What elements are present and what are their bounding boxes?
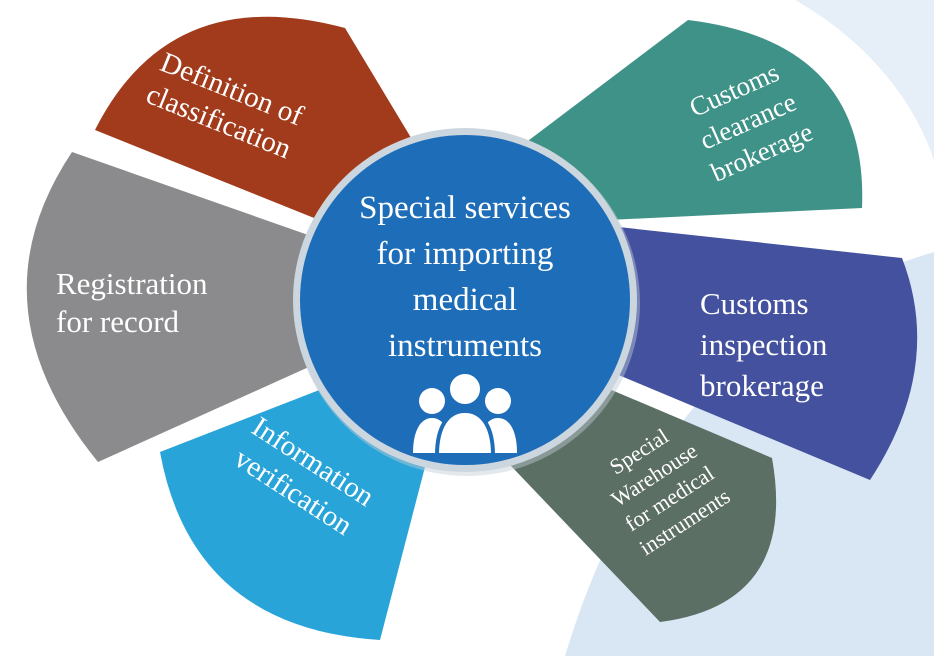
label-line: brokerage xyxy=(700,368,824,403)
people-icon xyxy=(413,370,517,457)
wedge-customs-clearance-brokerage xyxy=(500,20,863,221)
title-line: medical xyxy=(412,282,518,318)
label-line: Customs xyxy=(700,286,809,321)
center-circle xyxy=(300,135,630,465)
title-line: Special services xyxy=(359,190,571,226)
label-line: inspection xyxy=(700,327,828,362)
wedge-information-verification xyxy=(160,380,432,640)
wedge-label-inspection: Customs inspection brokerage xyxy=(700,283,827,406)
background-swoosh-top xyxy=(795,0,934,160)
diagram-title: Special services for importing medical i… xyxy=(359,185,571,369)
title-line: for importing xyxy=(376,236,554,272)
label-line: for record xyxy=(56,304,180,339)
label-line: Registration xyxy=(56,266,208,301)
title-line: instruments xyxy=(387,328,542,364)
wedge-customs-inspection-brokerage xyxy=(597,225,918,480)
wedge-definition-of-classification xyxy=(95,16,425,229)
wedge-label-registration: Registration for record xyxy=(56,265,208,341)
wedge-registration-for-record xyxy=(26,152,331,462)
